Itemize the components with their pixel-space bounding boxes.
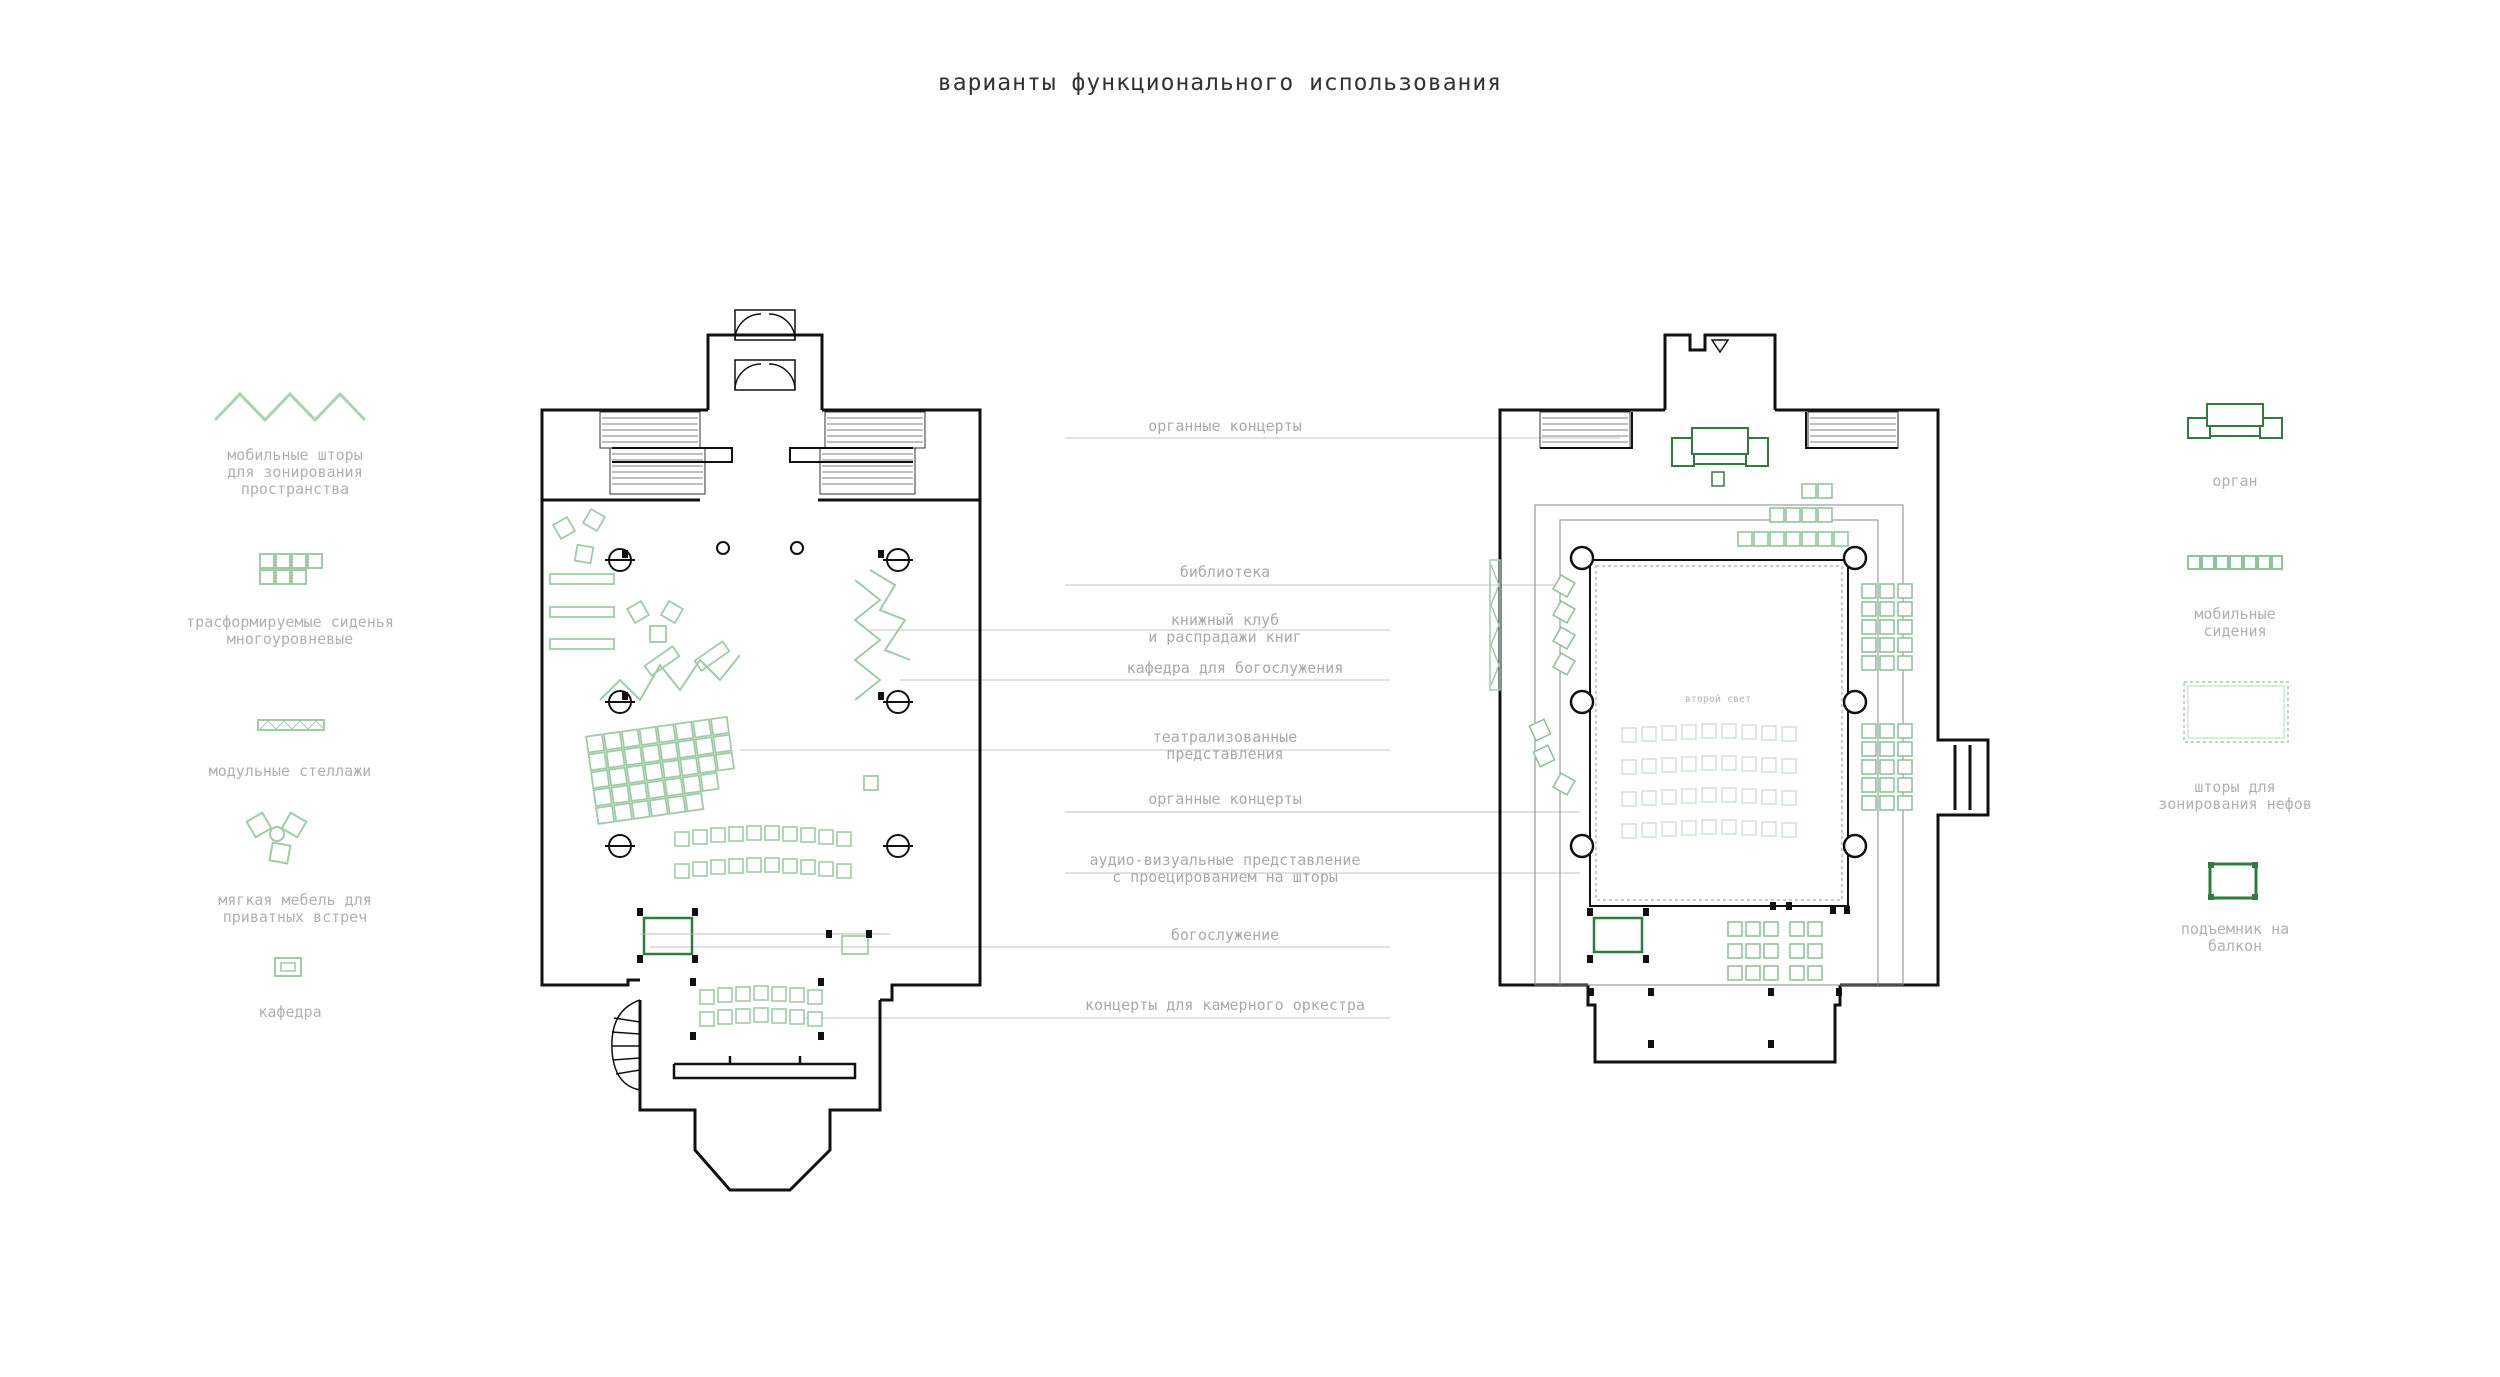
zigzag-curtain-icon (213, 391, 367, 423)
legend-label-curtains: мобильные шторы для зонирования простран… (227, 446, 363, 498)
legend-label-seats: трасформируемые сиденья многоуровневые (186, 613, 394, 648)
legend-label-mobile-seats: мобильные сидения (2194, 605, 2276, 640)
lift-icon (2208, 862, 2258, 900)
legend-label-furniture: мягкая мебель для приватных встреч (218, 891, 372, 926)
floor-plan-upper: второй свет (1489, 333, 1990, 1064)
legend-label-nave-curtains: шторы для зонирования нефов (2158, 778, 2312, 813)
label-organ-concerts: органные концерты (1148, 790, 1302, 808)
label-library: библиотека (1179, 563, 1271, 581)
floor-plan-ground (540, 309, 982, 1192)
legend-label-pulpit: кафедра (258, 1003, 322, 1021)
nave-curtain-icon (2183, 681, 2289, 743)
organ-icon (2187, 403, 2283, 439)
soft-furniture-icon (245, 811, 308, 865)
mobile-seats-icon (2187, 555, 2283, 570)
label-book-club: книжный клуб и распрадажи книг (1148, 611, 1302, 646)
label-worship-pulpit: кафедра для богослужения (1126, 659, 1344, 677)
shelf-icon (257, 719, 325, 731)
plan-note-second-light: второй свет (1685, 693, 1751, 705)
seat-grid-icon (259, 553, 323, 585)
diagram-title: варианты функционального использования (937, 70, 1503, 96)
label-chamber: концерты для камерного оркестра (1085, 996, 1365, 1014)
label-organ-concerts-top: органные концерты (1148, 417, 1302, 435)
legend-label-shelves: модульные стеллажи (208, 762, 372, 780)
label-audio-visual: аудио-визуальные представление с проецир… (1089, 851, 1361, 886)
pulpit-icon (274, 957, 302, 977)
legend-label-lift: подъемник на балкон (2180, 920, 2290, 955)
label-service: богослужение (1170, 926, 1280, 944)
legend-label-organ: орган (2212, 472, 2258, 490)
label-theatre: театрализованные представления (1152, 728, 1298, 763)
